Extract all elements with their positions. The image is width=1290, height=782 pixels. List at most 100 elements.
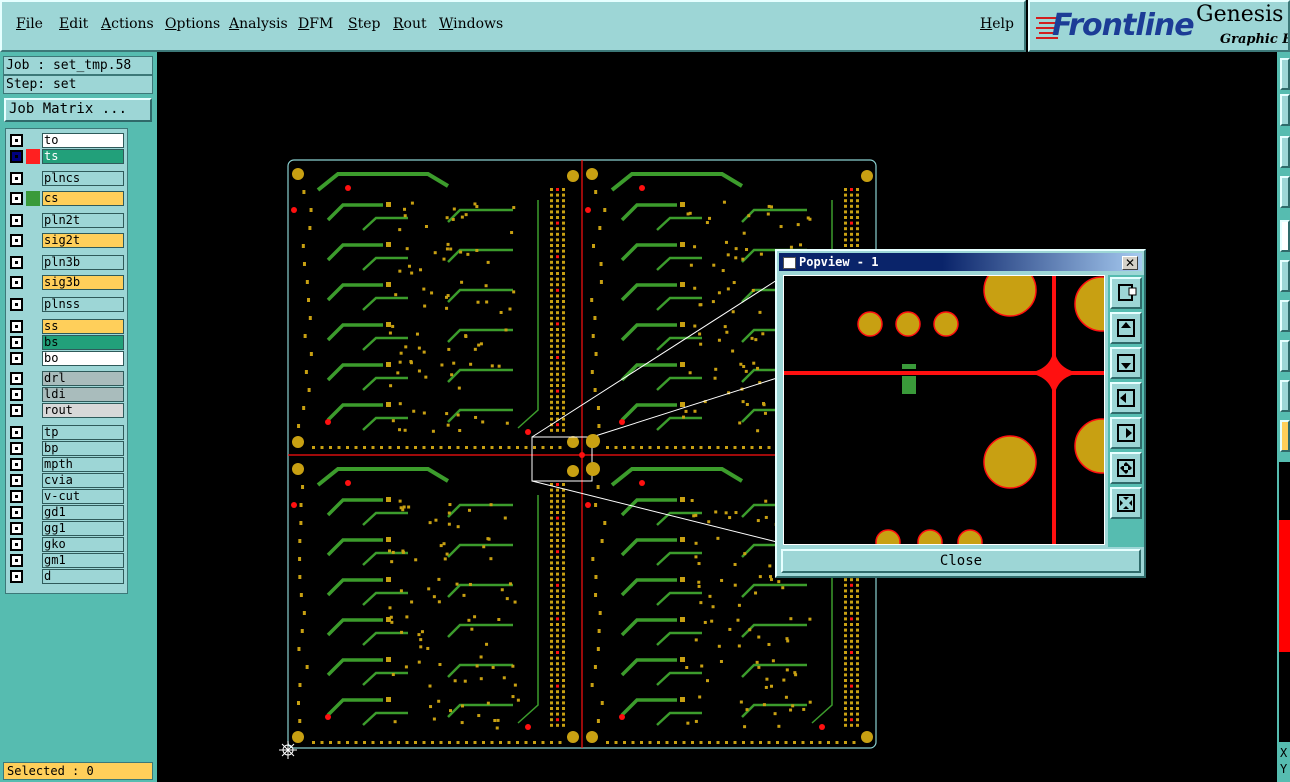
menu-file[interactable]: File [16,16,43,32]
layer-row-v-cut[interactable]: v-cut [8,489,126,504]
right-tool-button[interactable] [1280,220,1290,252]
layer-label[interactable]: bs [42,335,124,350]
layer-label[interactable]: pln3b [42,255,124,270]
layer-label[interactable]: d [42,569,124,584]
layer-label[interactable]: bp [42,441,124,456]
layer-label[interactable]: ss [42,319,124,334]
layer-row-cvia[interactable]: cvia [8,473,126,488]
layer-checkbox[interactable] [10,404,23,417]
layer-row-bs[interactable]: bs [8,335,126,350]
menu-options[interactable]: Options [165,16,221,32]
layer-row-plnss[interactable]: plnss [8,297,126,312]
right-tool-button[interactable] [1280,58,1290,90]
layer-row-tp[interactable]: tp [8,425,126,440]
layer-row-rout[interactable]: rout [8,403,126,418]
layer-checkbox[interactable] [10,134,23,147]
layer-checkbox[interactable] [10,256,23,269]
menu-edit[interactable]: Edit [59,16,89,32]
right-tool-button[interactable] [1280,380,1290,412]
menu-dfm[interactable]: DFM [298,16,334,32]
layer-checkbox[interactable] [10,352,23,365]
popview-canvas[interactable] [783,263,1130,555]
layer-checkbox[interactable] [10,538,23,551]
layer-row-bp[interactable]: bp [8,441,126,456]
layer-checkbox[interactable] [10,426,23,439]
layer-label[interactable]: mpth [42,457,124,472]
layer-label[interactable]: cvia [42,473,124,488]
right-tool-button[interactable] [1280,136,1290,168]
layer-checkbox[interactable] [10,458,23,471]
layer-row-sig3b[interactable]: sig3b [8,275,126,290]
popview-titlebar[interactable]: Popview - 1 ✕ [779,253,1142,271]
layer-row-plncs[interactable]: plncs [8,171,126,186]
layer-row-to[interactable]: to [8,133,126,148]
menu-analysis[interactable]: Analysis [229,16,288,32]
layer-checkbox[interactable] [10,192,23,205]
layer-label[interactable]: sig2t [42,233,124,248]
layer-row-gg1[interactable]: gg1 [8,521,126,536]
right-tool-button[interactable] [1280,340,1290,372]
layer-checkbox[interactable] [10,214,23,227]
layer-label[interactable]: gko [42,537,124,552]
layer-checkbox[interactable] [10,522,23,535]
layer-label[interactable]: to [42,133,124,148]
layer-checkbox[interactable] [10,298,23,311]
layer-label[interactable]: tp [42,425,124,440]
zoom-in-icon[interactable] [1110,452,1142,484]
layer-row-pln2t[interactable]: pln2t [8,213,126,228]
right-tool-button[interactable] [1280,420,1290,452]
menu-windows[interactable]: Windows [439,16,504,32]
layer-label[interactable]: plncs [42,171,124,186]
job-matrix-button[interactable]: Job Matrix ... [4,98,152,122]
right-tool-button[interactable] [1280,300,1290,332]
layer-label[interactable]: sig3b [42,275,124,290]
layer-label[interactable]: ts [42,149,124,164]
zoom-out-icon[interactable] [1110,487,1142,519]
layer-label[interactable]: v-cut [42,489,124,504]
right-tool-button[interactable] [1280,260,1290,292]
graphic-canvas[interactable] [157,52,1277,782]
layer-checkbox[interactable] [10,506,23,519]
close-icon[interactable]: ✕ [1122,256,1138,270]
layer-row-ss[interactable]: ss [8,319,126,334]
layer-checkbox[interactable] [10,276,23,289]
layer-checkbox[interactable] [10,554,23,567]
layer-row-pln3b[interactable]: pln3b [8,255,126,270]
pan-down-icon[interactable] [1110,347,1142,379]
right-tool-button[interactable] [1280,94,1290,126]
layer-checkbox[interactable] [10,490,23,503]
zoom-fit-icon[interactable] [1110,277,1142,309]
layer-row-ldi[interactable]: ldi [8,387,126,402]
layer-row-bo[interactable]: bo [8,351,126,366]
layer-checkbox[interactable] [10,474,23,487]
menu-help[interactable]: Help [980,16,1014,32]
layer-label[interactable]: pln2t [42,213,124,228]
layer-row-d[interactable]: d [8,569,126,584]
layer-row-mpth[interactable]: mpth [8,457,126,472]
layer-label[interactable]: bo [42,351,124,366]
layer-label[interactable]: plnss [42,297,124,312]
layer-row-sig2t[interactable]: sig2t [8,233,126,248]
close-button[interactable]: Close [781,549,1141,573]
layer-checkbox[interactable] [10,172,23,185]
pan-right-icon[interactable] [1110,417,1142,449]
right-tool-button[interactable] [1280,176,1290,208]
layer-label[interactable]: gg1 [42,521,124,536]
menu-actions[interactable]: Actions [101,16,154,32]
layer-label[interactable]: rout [42,403,124,418]
pan-up-icon[interactable] [1110,312,1142,344]
layer-checkbox[interactable] [10,442,23,455]
layer-row-gko[interactable]: gko [8,537,126,552]
layer-row-cs[interactable]: cs [8,191,126,206]
layer-label[interactable]: drl [42,371,124,386]
layer-checkbox[interactable] [10,150,23,163]
layer-checkbox[interactable] [10,336,23,349]
pan-left-icon[interactable] [1110,382,1142,414]
layer-checkbox[interactable] [10,372,23,385]
layer-checkbox[interactable] [10,570,23,583]
layer-label[interactable]: gd1 [42,505,124,520]
layer-checkbox[interactable] [10,234,23,247]
menu-rout[interactable]: Rout [393,16,427,32]
layer-label[interactable]: ldi [42,387,124,402]
layer-label[interactable]: gm1 [42,553,124,568]
